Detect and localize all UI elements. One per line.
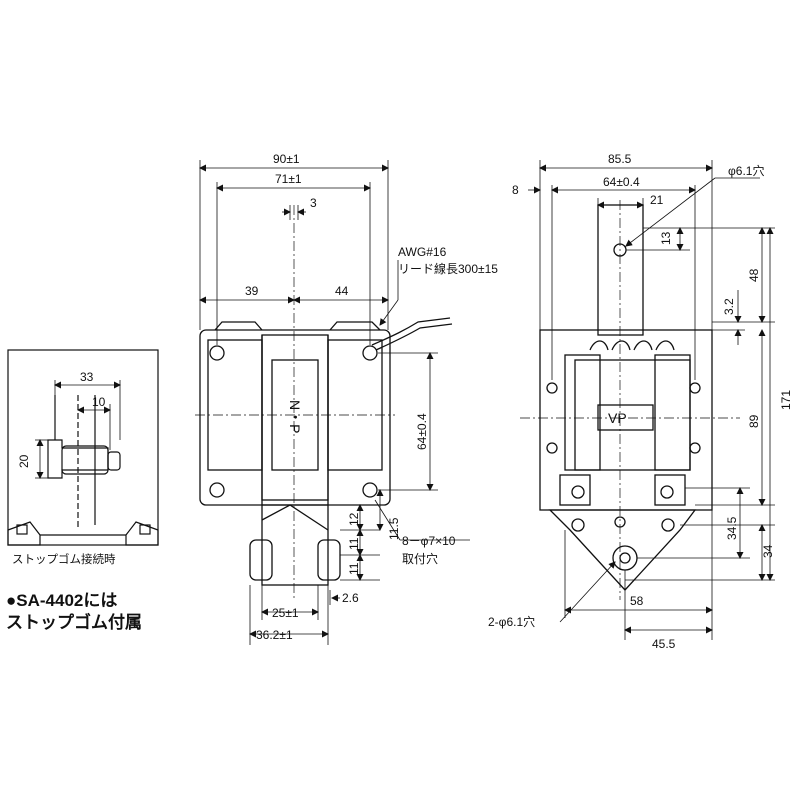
side-dim-hole-dia: φ6.1穴 [728,163,764,178]
inset-caption: ストップゴム接続時 [12,552,116,566]
side-dim-3-2: 3.2 [722,298,736,315]
stop-rubber-inset [7,349,159,546]
front-dim-12: 12 [347,512,361,526]
accessory-note-line2: ストップゴム付属 [6,613,142,632]
side-dim-58: 58 [630,594,644,608]
front-centerlines [195,205,395,600]
side-dim-171: 171 [779,390,793,410]
side-dim-13: 13 [659,231,673,245]
side-dim-34-5: 34.5 [725,516,739,540]
front-dim-11a: 11 [347,537,361,550]
side-dim-2-holes: 2-φ6.1穴 [488,614,535,629]
lead-wire [371,317,451,346]
accessory-note-line1: ●SA-4402には [6,591,118,610]
front-dim-overall: 90±1 [273,152,300,166]
front-dim-36-2: 36.2±1 [256,628,293,642]
side-view-body [539,204,713,591]
inset-dim-33: 33 [80,370,94,384]
inset-frame [7,349,159,546]
side-centerlines [520,200,740,600]
front-dim-11b: 11 [347,562,361,575]
front-dim-2-6: 2.6 [342,591,359,605]
side-dim-85-5: 85.5 [608,152,632,166]
lead-spec-2: リード線長300±15 [398,261,498,276]
front-dim-25: 25±1 [272,606,299,620]
front-view-body [199,317,453,586]
side-dim-48: 48 [747,268,761,282]
front-hole-tl [209,345,225,361]
front-dim-hole-span: 71±1 [275,172,302,186]
side-bracket [548,509,697,591]
side-dim-8: 8 [512,183,519,197]
side-coil-mark: VP [608,410,627,426]
inset-dimensions [35,380,121,479]
front-dim-right: 44 [335,284,349,298]
accessory-note: ●SA-4402には ストップゴム付属 [6,590,142,634]
front-hole-bl [209,482,225,498]
side-plunger [597,204,644,336]
inset-dim-20: 20 [17,454,31,468]
lead-spec-1: AWG#16 [398,245,447,259]
side-dim-hole-pitch: 64±0.4 [603,175,640,189]
front-dim-left: 39 [245,284,259,298]
front-hole-tr [362,345,378,361]
front-dim-11-5: 11.5 [387,517,401,540]
side-dimension-lines [528,160,775,640]
front-dim-hole-pitch: 64±0.4 [415,413,429,450]
front-dimension-lines [199,160,470,645]
front-hole-br [362,482,378,498]
inset-dim-10: 10 [92,395,106,409]
mount-holes-1: 8－φ7×10 [402,534,456,548]
side-coil [574,359,691,471]
mount-holes-2: 取付穴 [402,551,438,566]
front-coil-mark: N・P [287,400,303,433]
side-stop-rubber [612,545,638,571]
side-dim-34: 34 [761,544,775,558]
side-dim-45-5: 45.5 [652,637,676,651]
side-dim-89: 89 [747,414,761,428]
side-dim-21: 21 [650,193,664,207]
front-plunger [261,504,329,586]
front-dim-offset: 3 [310,196,317,210]
